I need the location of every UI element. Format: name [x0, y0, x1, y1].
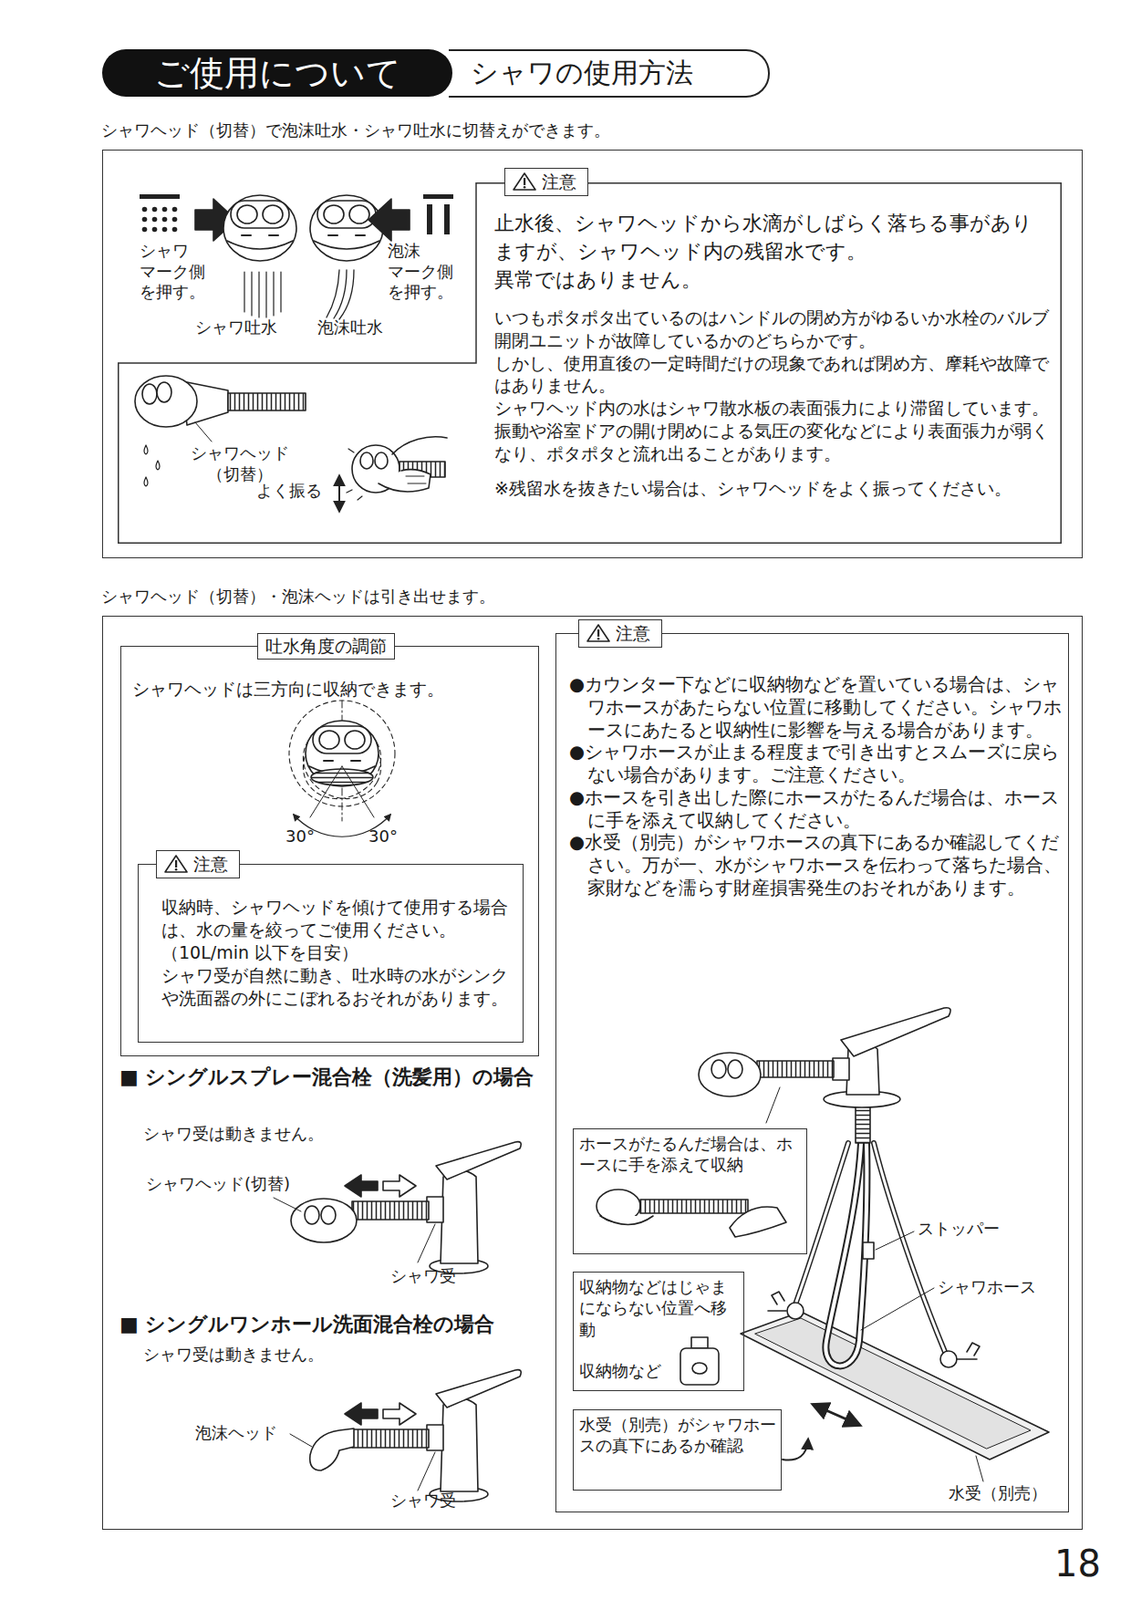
- part-label: ストッパー: [917, 1218, 1000, 1240]
- button-label: シャワ マーク側 を押す。: [139, 240, 222, 303]
- node-text: ●カウンター下などに収納物などを置いている場合は、シャワホースがあたらない位置に…: [569, 674, 1062, 742]
- caution-label: 注意: [541, 170, 577, 194]
- node-text: シャワヘッド（切替）で泡沫吐水・シャワ吐水に切替えができます。: [101, 119, 611, 141]
- section-title-box: シャワの使用方法: [448, 49, 770, 98]
- title-band: ご使用について: [102, 49, 453, 97]
- mode-label: 泡沫吐水: [317, 317, 384, 339]
- node-text: しかし、使用直後の一定時間だけの現象であれば閉め方、摩耗や故障ではありません。: [494, 352, 1053, 397]
- adjust-box: 吐水角度の調節シャワヘッドは三方向に収納できます。注意収納時、シャワヘッドを傾け…: [120, 645, 540, 1057]
- mode-label: シャワ吐水: [195, 317, 278, 339]
- caution-tab: 注意: [578, 619, 663, 648]
- part-label: シャワヘッド(切替): [145, 1173, 291, 1195]
- warning-icon: [586, 622, 611, 644]
- button-label: 泡沫 マーク側 を押す。: [387, 240, 470, 303]
- node-text: ●シャワホースが止まる程度まで引き出すとスムーズに戻らない場合があります。ご注意…: [569, 741, 1062, 788]
- caution-label: 注意: [193, 852, 229, 876]
- part-label: シャワヘッド （切替）: [182, 443, 297, 485]
- action-label: よく振る: [256, 480, 322, 502]
- node-text: 収納物などはじゃまにならない位置へ移動: [579, 1276, 740, 1340]
- caution-label: 注意: [615, 622, 651, 645]
- text-body: 水受（別売）がシャワホースの真下にあるか確認: [579, 1413, 778, 1457]
- text-body: 止水後、シャワヘッドから水滴がしばらく落ちる事がありますが、シャワヘッド内の残留…: [494, 209, 1053, 500]
- text-body: 収納時、シャワヘッドを傾けて使用する場合は、水の量を絞ってご使用ください。（10…: [161, 895, 509, 1010]
- callout-box: ホースがたるんだ場合は、ホースに手を添えて収納: [572, 1128, 808, 1255]
- node-text: シャワ受が自然に動き、吐水時の水がシンクや洗面器の外にこぼれるおそれがあります。: [161, 964, 509, 1010]
- node-text: 収納時、シャワヘッドを傾けて使用する場合は、水の量を絞ってご使用ください。（10…: [161, 895, 509, 965]
- section-frame: シャワヘッド（切替）で泡沫吐水・シャワ吐水に切替えができます。注意止水後、シャワ…: [102, 149, 1083, 559]
- section-heading: ■ シングルスプレー混合栓（洗髪用）の場合: [119, 1063, 552, 1091]
- warning-icon: [164, 853, 188, 874]
- node-text: シャワの使用方法: [470, 54, 694, 91]
- page-number: 18: [1054, 1545, 1101, 1582]
- part-label: シャワホース: [937, 1276, 1037, 1298]
- box-heading: 吐水角度の調節: [257, 632, 395, 660]
- node-text: シャワヘッド内の水はシャワ散水板の表面張力により滞留しています。: [494, 396, 1053, 420]
- node-text: シャワヘッドは三方向に収納できます。: [132, 677, 445, 701]
- part-label: 水受（別売）: [948, 1483, 1048, 1505]
- caution-box: 注意●カウンター下などに収納物などを置いている場合は、シャワホースがあたらない位…: [555, 632, 1069, 1513]
- callout-box: 水受（別売）がシャワホースの真下にあるか確認: [572, 1409, 782, 1491]
- callout-box: 収納物などはじゃまにならない位置へ移動収納物など: [572, 1271, 745, 1391]
- angle-label: 30°: [368, 826, 398, 848]
- note-text: シャワ受は動きません。: [143, 1123, 324, 1145]
- caution-tab: 注意: [504, 167, 589, 197]
- angle-label: 30°: [285, 826, 315, 848]
- text-body: ●カウンター下などに収納物などを置いている場合は、シャワホースがあたらない位置に…: [569, 674, 1062, 901]
- part-label: 泡沫ヘッド: [195, 1422, 278, 1444]
- note-text: シャワ受は動きません。: [143, 1344, 324, 1366]
- caution-box: 注意収納時、シャワヘッドを傾けて使用する場合は、水の量を絞ってご使用ください。（…: [137, 863, 524, 1043]
- node-text: 収納物など: [579, 1359, 662, 1381]
- title-text: ご使用について: [154, 55, 402, 91]
- node-text: いつもポタポタ出ているのはハンドルの閉め方がゆるいか水栓のバルブ開閉ユニットが故…: [494, 306, 1053, 352]
- node-text: シャワヘッド（切替）・泡沫ヘッドは引き出せます。: [101, 585, 496, 607]
- node-text: ●水受（別売）がシャワホースの真下にあるか確認してください。万が一、水がシャワホ…: [569, 831, 1062, 900]
- node-text: 振動や浴室ドアの開け閉めによる気圧の変化などにより表面張力が弱くなり、ポタポタと…: [494, 419, 1053, 465]
- node-text: ホースがたるんだ場合は、ホースに手を添えて収納: [579, 1132, 803, 1176]
- node-text: 止水後、シャワヘッドから水滴がしばらく落ちる事がありますが、シャワヘッド内の残留…: [494, 209, 1053, 267]
- caution-tab: 注意: [155, 850, 240, 879]
- node-text: ※残留水を抜きたい場合は、シャワヘッドをよく振ってください。: [494, 477, 1053, 500]
- part-label: シャワ受: [390, 1490, 457, 1512]
- warning-icon: [512, 171, 537, 192]
- text-body: ホースがたるんだ場合は、ホースに手を添えて収納: [579, 1132, 803, 1176]
- part-label: シャワ受: [390, 1265, 457, 1287]
- section-heading: ■ シングルワンホール洗面混合栓の場合: [119, 1310, 495, 1339]
- node-text: ●ホースを引き出した際にホースがたるんだ場合は、ホースに手を添えて収納してくださ…: [569, 787, 1062, 833]
- node-text: 異常ではありません。: [494, 266, 1053, 295]
- node-text: 水受（別売）がシャワホースの真下にあるか確認: [579, 1413, 778, 1457]
